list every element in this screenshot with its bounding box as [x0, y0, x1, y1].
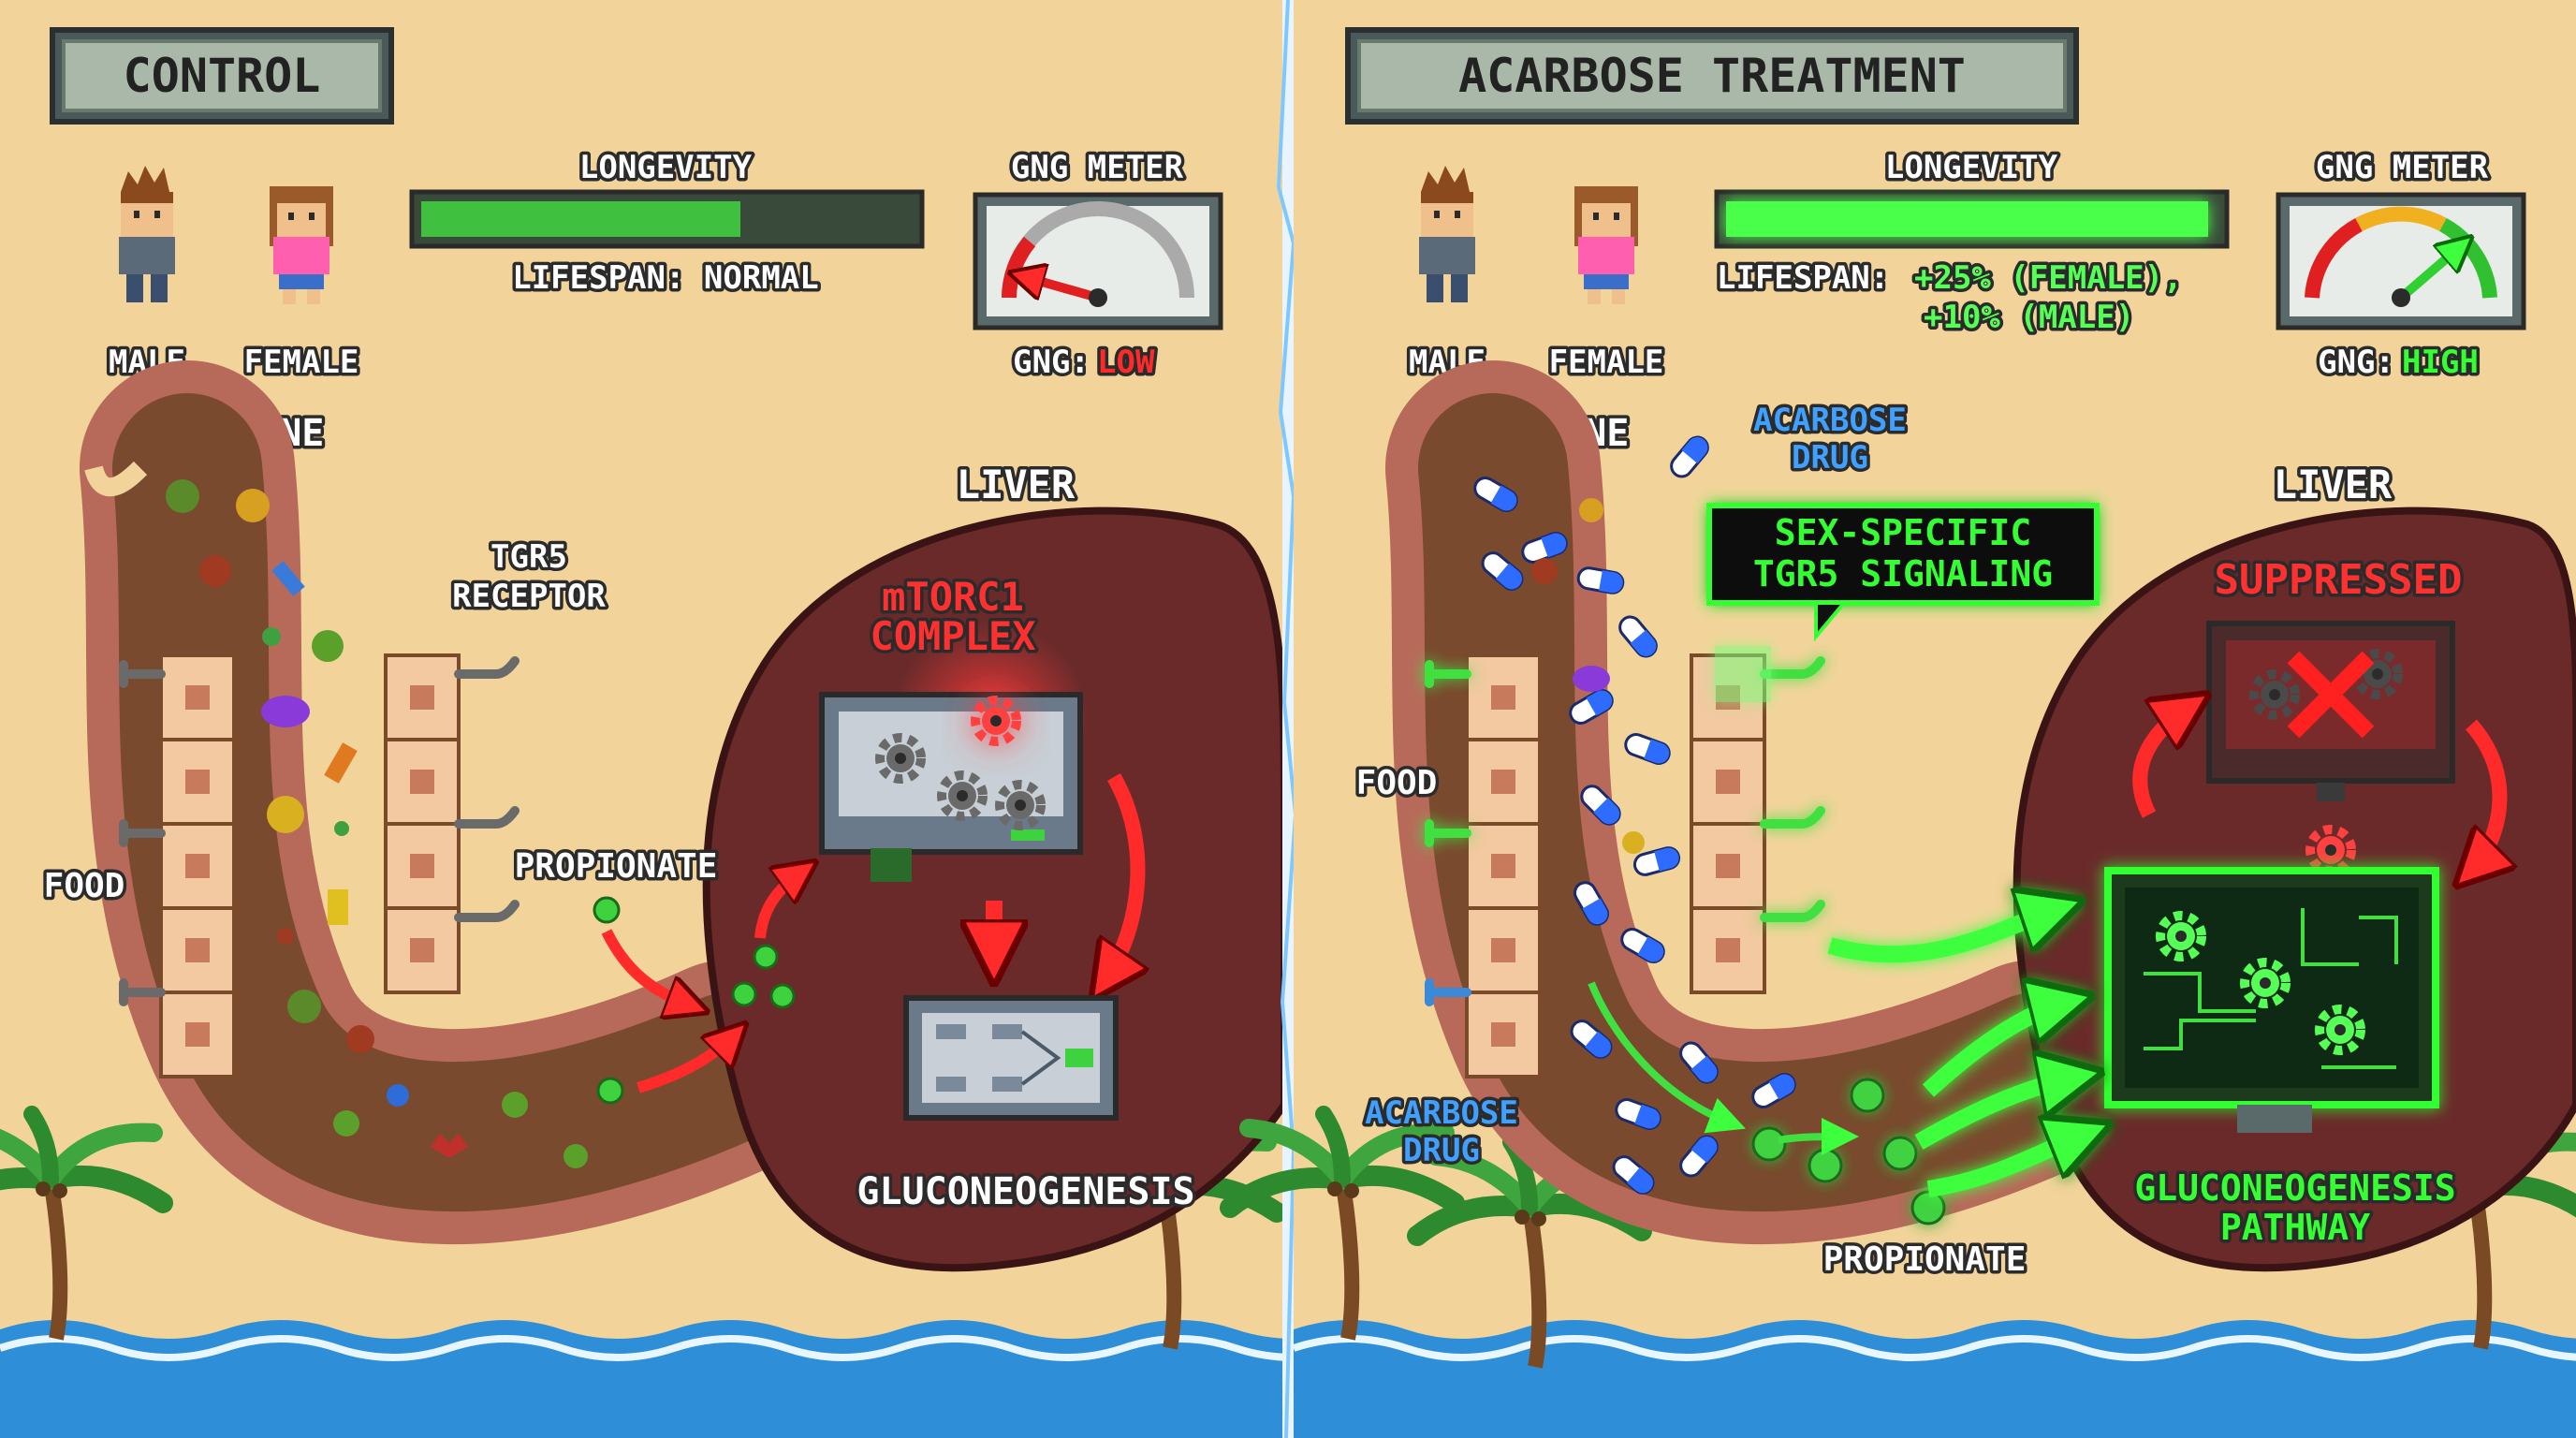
acarbose-drug-label-top-line1: ACARBOSE [1753, 402, 1907, 439]
signal-label-line2: TGR5 SIGNALING [1753, 553, 2053, 594]
control-panel: CONTROL MALE FEMALE LONGEVITY LIFESPAN: … [0, 27, 1359, 1438]
acarbose-green-flow-arrows [1827, 908, 2087, 1197]
acarbose-active-tgr5-receptors [1425, 656, 1825, 922]
acarbose-propionate-molecules [1751, 1078, 1946, 1225]
control-inhibition-arrow-right [1105, 773, 1137, 981]
control-gluconeogenesis-box [903, 995, 1119, 1121]
blocked-x-icon [2287, 651, 2375, 739]
mtorc1-complex-machine [819, 692, 1083, 882]
acarbose-gng-gauge [2276, 192, 2526, 330]
acarbose-ocean [1294, 1320, 2576, 1438]
control-food-label: FOOD [44, 867, 125, 905]
control-title-box: CONTROL [50, 27, 394, 125]
acarbose-lifespan-female: +25% (FEMALE), [1914, 259, 2183, 297]
signal-label-line1: SEX-SPECIFIC [1775, 512, 2032, 553]
acarbose-gng-prefix: GNG: [2318, 344, 2394, 381]
acarbose-panel: ACARBOSE TREATMENT MALE FEMALE LONGEVITY… [1230, 0, 2576, 1438]
control-liver-label: LIVER [957, 462, 1076, 507]
acarbose-title-box: ACARBOSE TREATMENT [1345, 27, 2079, 125]
control-gauge-needle [1022, 276, 1100, 302]
control-intestine-lumen [112, 393, 805, 1212]
gng-pathway-label-line2: PATHWAY [2220, 1207, 2370, 1248]
lightning-divider [1276, 0, 1298, 1438]
acarbose-wave-foam [1292, 1335, 2576, 1361]
sex-specific-signaling-callout: SEX-SPECIFIC TGR5 SIGNALING [1706, 503, 2100, 642]
acarbose-title: ACARBOSE TREATMENT [1458, 49, 1966, 103]
control-gng-gauge [973, 192, 1223, 330]
control-longevity-fill [421, 201, 740, 237]
control-gng-value: LOW [1097, 344, 1155, 381]
suppressed-label: SUPPRESSED [2215, 556, 2463, 604]
acarbose-drug-label-top-line2: DRUG [1792, 439, 1868, 477]
acarbose-longevity-label: LONGEVITY [1885, 149, 2058, 186]
control-tgr5-label-line1: TGR5 [490, 538, 567, 576]
control-wave-foam [0, 1335, 1359, 1361]
mtorc1-label-line2: COMPLEX [870, 613, 1035, 659]
acarbose-gng-value: HIGH [2402, 344, 2479, 381]
female-character-icon [1574, 186, 1638, 304]
acarbose-food-particles [1531, 498, 1645, 854]
control-propionate-label: PROPIONATE [515, 847, 718, 886]
control-tgr5-label-line2: RECEPTOR [452, 578, 606, 615]
acarbose-lifespan-prefix: LIFESPAN: [1717, 259, 1889, 297]
gluconeogenesis-pathway-box [2104, 867, 2439, 1133]
female-character-icon [270, 186, 333, 304]
acarbose-liver-label: LIVER [2274, 462, 2393, 507]
mtorc1-label-line1: mTORC1 [882, 574, 1024, 620]
acarbose-longevity-fill [1726, 201, 2208, 237]
control-longevity-label: LONGEVITY [579, 149, 753, 186]
control-gng-prefix: GNG: [1013, 344, 1090, 381]
acarbose-propionate-label: PROPIONATE [1823, 1240, 2027, 1279]
acarbose-drug-label-bottom-line2: DRUG [1403, 1132, 1480, 1169]
acarbose-red-arrow-up [2132, 706, 2190, 818]
control-title: CONTROL [124, 49, 321, 103]
acarbose-small-green-arrow [1588, 981, 1746, 1134]
control-lifespan-text: LIFESPAN: NORMAL [512, 259, 819, 297]
suppressed-mtorc1-box [2206, 621, 2455, 801]
control-red-flow-arrows [601, 871, 803, 1093]
acarbose-blue-receptor [1425, 978, 1471, 1006]
acarbose-small-green-arrow [1778, 1118, 1859, 1156]
control-food-particles [166, 479, 588, 1168]
acarbose-red-arrow-down [2471, 719, 2499, 871]
acarbose-lifespan-male: +10% (MALE) [1924, 299, 2134, 336]
acarbose-receptor-glow [1715, 646, 1771, 702]
acarbose-gauge-needle [2397, 245, 2462, 301]
acarbose-food-label: FOOD [1356, 764, 1438, 802]
control-gluconeogenesis-label: GLUCONEOGENESIS [856, 1170, 1194, 1213]
control-propionate-molecules [593, 896, 796, 1105]
acarbose-gng-meter-label: GNG METER [2316, 149, 2489, 186]
control-gng-meter-label: GNG METER [1011, 149, 1184, 186]
acarbose-drug-label-bottom-line1: ACARBOSE [1365, 1094, 1518, 1132]
control-tgr5-receptors [119, 656, 520, 1006]
acarbose-female-label: FEMALE [1549, 344, 1664, 381]
gng-pathway-label-line1: GLUCONEOGENESIS [2134, 1167, 2455, 1209]
control-female-label: FEMALE [244, 344, 359, 381]
